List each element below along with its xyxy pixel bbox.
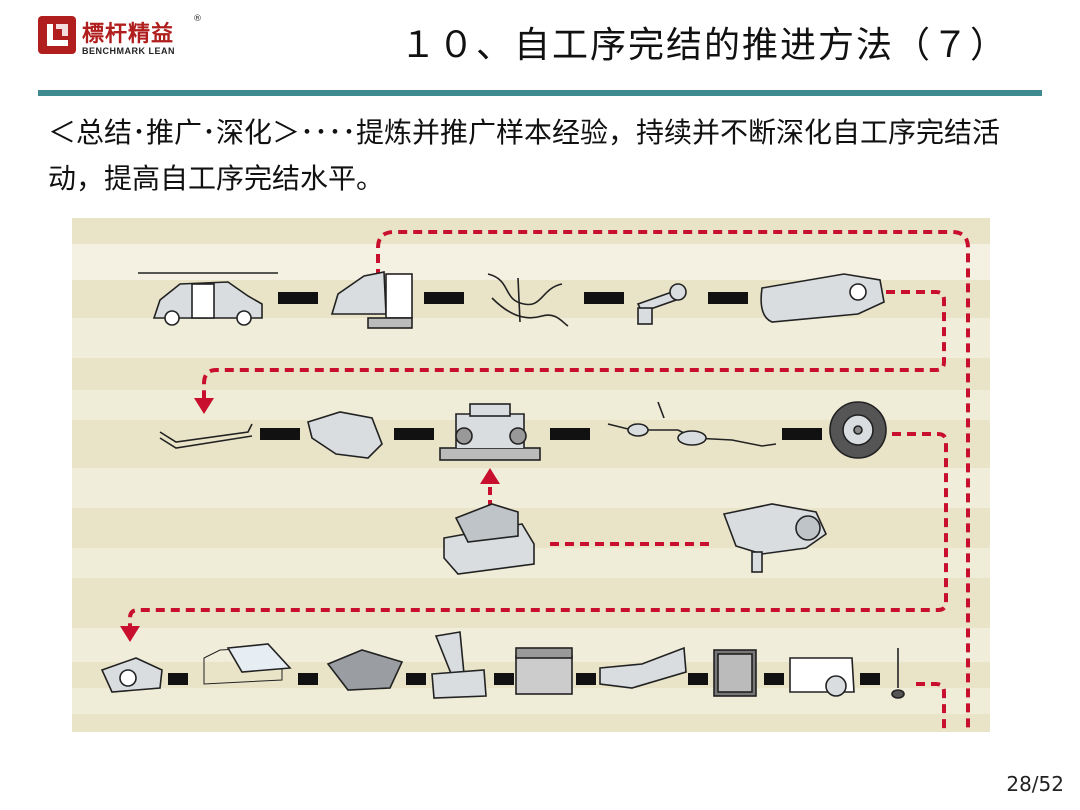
seat-icon [432, 632, 486, 698]
dipstick-icon [892, 648, 904, 698]
registered-mark: ® [193, 14, 202, 24]
assembly-station-icon [440, 404, 540, 460]
battery-icon [516, 648, 572, 694]
car-body-with-doors-icon [332, 272, 412, 328]
brand-logo: 標杆精益 ® BENCHMARK LEAN [38, 14, 218, 70]
summary-text: ＜总结･推广･深化＞････提炼并推广样本经验，持续并不断深化自工序完结活动，提… [48, 110, 1028, 202]
feed-arrowhead [480, 468, 500, 484]
car-front-icon [790, 658, 854, 696]
bumper-icon [600, 648, 686, 688]
steering-column-icon [638, 284, 686, 324]
brand-name-cn: 標杆精益 [82, 16, 174, 48]
trim-strip-icon [160, 424, 252, 448]
route-arrowhead-1 [194, 398, 214, 414]
engine-on-pallet-icon [444, 504, 534, 574]
floor-mat-icon [328, 650, 402, 690]
exhaust-system-icon [608, 402, 776, 446]
logo-mark-icon [38, 16, 76, 54]
fender-icon [308, 412, 382, 458]
instrument-panel-icon [761, 274, 884, 322]
engine-transmission-icon [724, 504, 826, 572]
route-arrowhead-2 [120, 626, 140, 642]
slide-title: １０、自工序完结的推进方法（７） [400, 16, 1008, 68]
tire-icon [830, 402, 886, 458]
windshield-icon [204, 644, 290, 684]
page-number: 28/52 [1006, 772, 1064, 796]
wire-harness-icon [488, 274, 568, 326]
headlamp-icon [102, 658, 162, 692]
radiator-icon [714, 650, 756, 696]
body-shell-icon [138, 273, 278, 325]
process-flow-illustration [72, 218, 990, 732]
brand-name-en: BENCHMARK LEAN [82, 46, 175, 56]
title-divider [38, 90, 1042, 96]
